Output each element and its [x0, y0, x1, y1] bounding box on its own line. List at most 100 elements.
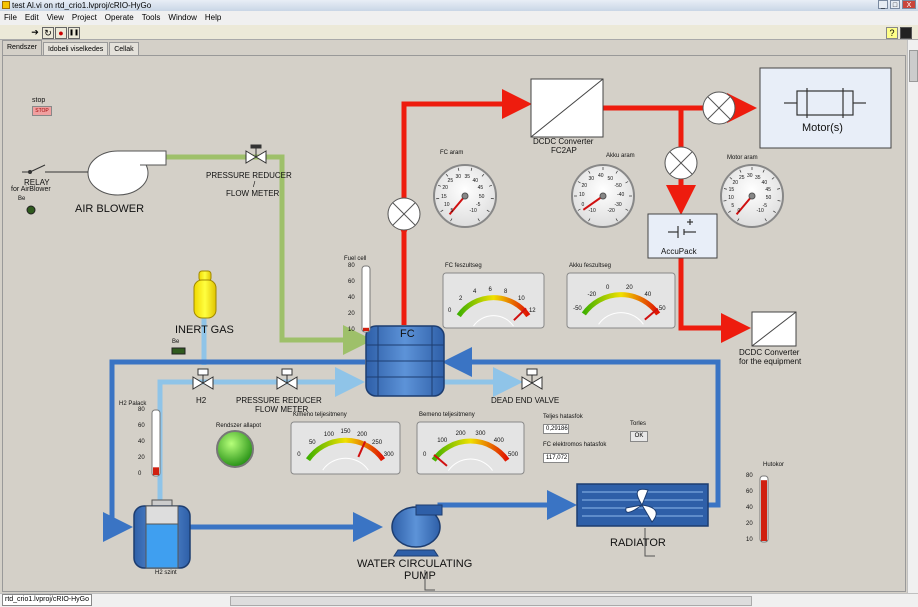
- dial-tick-label: 30: [747, 173, 753, 179]
- inert-gas-led-label: Be: [172, 339, 179, 345]
- thermometer-tick: 80: [348, 263, 355, 269]
- dead-end-valve-icon: [522, 369, 542, 389]
- dial-tick-label: 30: [589, 176, 595, 182]
- gauge-label: FC feszultseg: [445, 263, 482, 269]
- gauge-tick-label: 40: [645, 292, 652, 298]
- fc-label: FC: [400, 328, 415, 340]
- pump-label: WATER CIRCULATING: [357, 558, 472, 570]
- relay-sublabel: for AirBlower: [11, 186, 51, 193]
- equipment-power-line: [681, 258, 746, 328]
- thermometer-tick: 60: [746, 489, 753, 495]
- gauge-tick-label: -20: [587, 292, 596, 298]
- dead-end-valve-label: DEAD END VALVE: [491, 396, 559, 405]
- gauge-tick-label: 100: [437, 438, 447, 444]
- gauge-label: Kimeno teljesitmeny: [293, 412, 347, 418]
- inert-gas-label: INERT GAS: [175, 324, 234, 336]
- gauge-tick-label: 20: [626, 285, 633, 291]
- dcdc-equipment-sublabel: for the equipment: [739, 357, 801, 366]
- dial-tick-label: -40: [617, 192, 624, 198]
- gauge-tick-label: 12: [529, 308, 536, 314]
- gauge-tick-label: 4: [473, 289, 476, 295]
- dial-tick-label: 50: [479, 194, 485, 200]
- accupack-label: AccuPack: [661, 247, 697, 256]
- gauge-tick-label: -50: [573, 306, 582, 312]
- dial-tick-label: -10: [470, 208, 477, 214]
- fc-elektromos-value: 117,072: [543, 453, 569, 463]
- thermometer-tick: 40: [348, 295, 355, 301]
- dial-tick-label: 45: [765, 187, 771, 193]
- gauge-tick-label: 8: [504, 289, 507, 295]
- vertical-scroll-thumb[interactable]: [909, 50, 918, 82]
- bemeno-teljesitmeny-gauge: [417, 422, 524, 474]
- dial-tick-label: 5: [451, 208, 454, 214]
- motor-label: Motor(s): [802, 122, 843, 134]
- relay-led-label: Be: [18, 196, 25, 202]
- pump-sublabel: PUMP: [404, 570, 436, 582]
- gauge-tick-label: 100: [324, 432, 334, 438]
- dial-tick-label: -20: [608, 208, 615, 214]
- project-path-label: rtd_crio1.lvproj/cRIO-HyGo: [2, 594, 92, 606]
- gauge-tick-label: 500: [508, 452, 518, 458]
- gauge-tick-label: 200: [357, 432, 367, 438]
- thermometer-tick: 80: [138, 407, 145, 413]
- radiator-icon: [577, 484, 708, 526]
- gauge-tick-label: 50: [309, 440, 316, 446]
- thermometer-tick: 40: [746, 505, 753, 511]
- thermometer-tick: 60: [138, 423, 145, 429]
- dial-tick-label: -10: [589, 208, 596, 214]
- inert-gas-led-icon: [172, 348, 185, 354]
- horizontal-scrollbar[interactable]: rtd_crio1.lvproj/cRIO-HyGo: [0, 593, 918, 607]
- accu-current-sensor-icon: [665, 147, 697, 179]
- h2-valve-icon: [193, 369, 213, 389]
- gauge-label: Motor aram: [727, 155, 758, 161]
- stop-button[interactable]: STOP: [32, 106, 52, 116]
- dial-tick-label: 40: [598, 173, 604, 179]
- fuel-cell-thermometer: [362, 266, 370, 332]
- gauge-label: Bemeno teljesitmeny: [419, 412, 475, 418]
- radiator-label: RADIATOR: [610, 537, 666, 549]
- rendszer-allapot-led-icon: [217, 431, 253, 467]
- gauge-label: FC aram: [440, 150, 463, 156]
- dial-tick-label: -10: [757, 208, 764, 214]
- dial-tick-label: 35: [464, 174, 470, 180]
- thermometer-tick: 40: [138, 439, 145, 445]
- dial-tick-label: 40: [762, 180, 768, 186]
- flow-meter-top-label: FLOW METER: [226, 189, 279, 198]
- gauge-tick-label: 400: [494, 438, 504, 444]
- thermometer-tick: 20: [348, 311, 355, 317]
- gauge-tick-label: 6: [489, 287, 492, 293]
- horizontal-scroll-thumb[interactable]: [230, 596, 752, 606]
- dial-tick-label: 25: [739, 175, 745, 181]
- teljes-hatasfok-label: Teljes hatasfok: [543, 414, 583, 420]
- dial-tick-label: 20: [732, 180, 738, 186]
- coolant-radiator-pipe: [440, 505, 572, 510]
- gauge-tick-label: 250: [372, 440, 382, 446]
- h2-palack-thermometer: [152, 410, 160, 476]
- air-blower-icon: [88, 151, 166, 195]
- dial-tick-label: -5: [476, 202, 480, 208]
- gauge-label: Akku feszultseg: [569, 263, 611, 269]
- dial-tick-label: 10: [444, 202, 450, 208]
- fc-current-sensor-icon: [388, 198, 420, 230]
- vertical-scrollbar[interactable]: [907, 40, 918, 593]
- gauge-tick-label: 0: [297, 452, 300, 458]
- gauge-tick-label: 10: [518, 296, 525, 302]
- dial-tick-label: 20: [442, 185, 448, 191]
- dial-tick-label: 50: [766, 195, 772, 201]
- dial-tick-label: 15: [729, 187, 735, 193]
- h2-szint-label: H2 szint: [155, 570, 177, 576]
- dial-tick-label: 10: [728, 195, 734, 201]
- air-blower-label: AIR BLOWER: [75, 203, 144, 215]
- torles-ok-button[interactable]: OK: [630, 431, 648, 442]
- thermometer-tick: 0: [138, 471, 141, 477]
- gauge-tick-label: 0: [606, 285, 609, 291]
- dial-tick-label: -30: [614, 202, 621, 208]
- teljes-hatasfok-value: 0,29186: [543, 424, 569, 434]
- dcdc-fc2ap-sublabel: FC2AP: [551, 146, 577, 155]
- gauge-tick-label: 300: [475, 431, 485, 437]
- dial-tick-label: 5: [731, 203, 734, 209]
- stop-label: stop: [32, 97, 45, 104]
- dial-tick-label: 35: [755, 175, 761, 181]
- akku-feszultseg-gauge: [567, 273, 675, 328]
- relay-switch-icon: [22, 165, 88, 174]
